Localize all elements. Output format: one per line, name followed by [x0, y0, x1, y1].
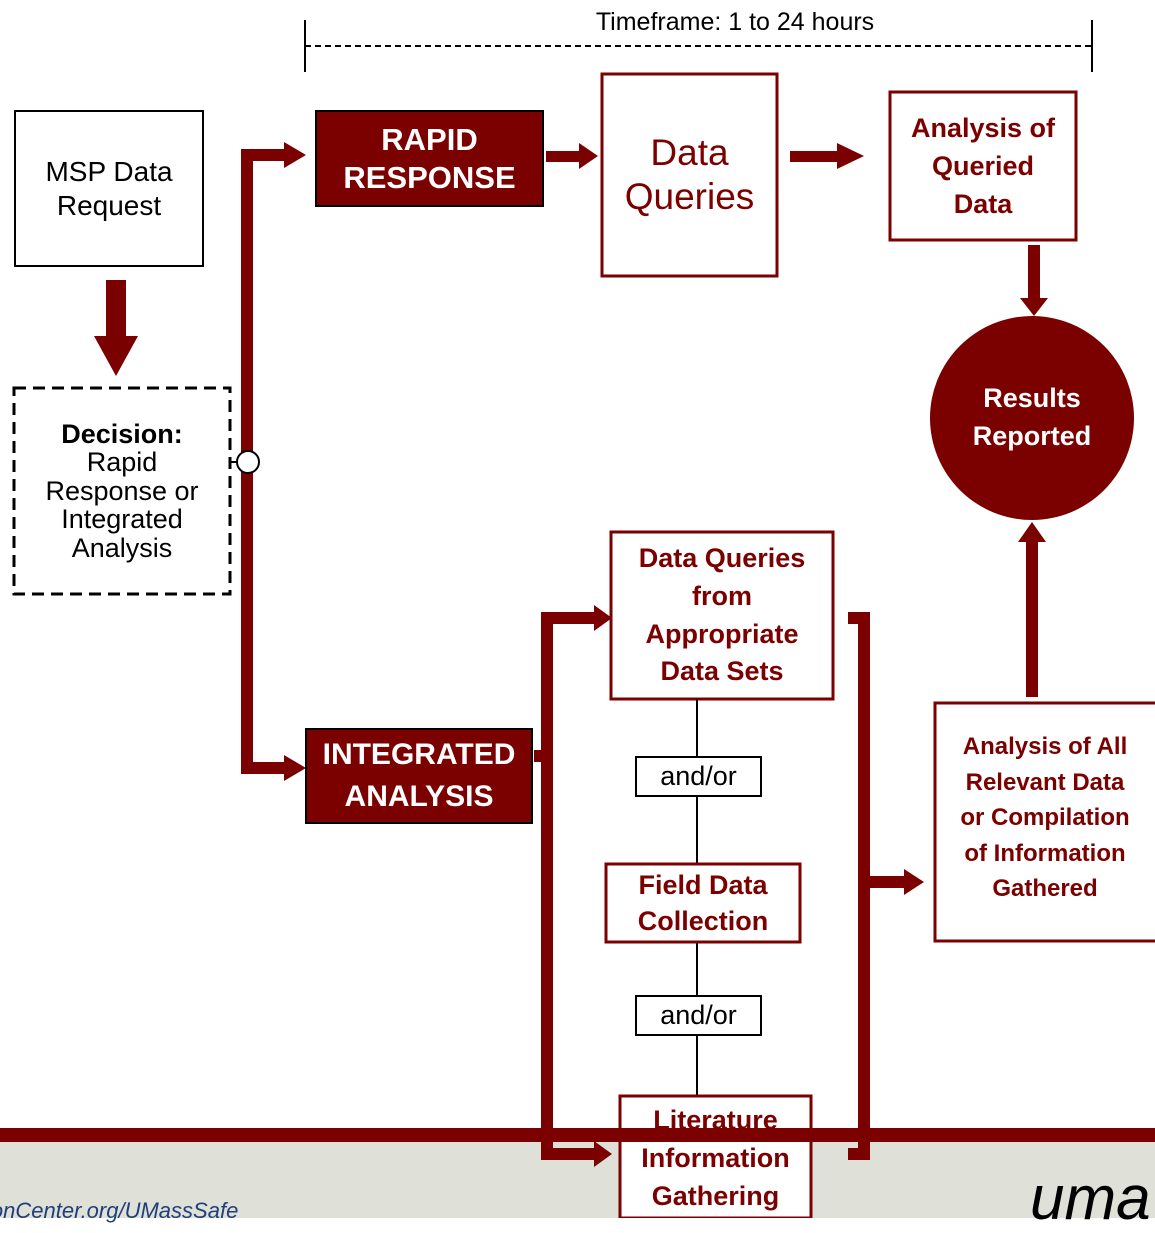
decision-line-1: Rapid: [86, 447, 158, 478]
andor-box-2: [635, 995, 762, 1036]
decision-title: Decision:: [61, 419, 183, 450]
decision-line-2: Response or: [45, 475, 199, 506]
data-queries-line-1: Data: [650, 131, 729, 173]
integrated-line-2: ANALYSIS: [344, 780, 494, 813]
footer-logo: uma: [1030, 1164, 1151, 1233]
field-data-line-1: Field Data: [638, 869, 768, 900]
results-reported-label: Results Reported: [930, 316, 1134, 520]
integrated-analysis-label: INTEGRATED ANALYSIS: [306, 729, 532, 823]
field-data-label: Field Data Collection: [606, 864, 800, 942]
rapid-response-label: RAPID RESPONSE: [316, 111, 543, 206]
decision-line-4: Analysis: [71, 532, 173, 563]
data-queries-sets-box: [609, 530, 835, 701]
data-sets-line-1: Data Queries: [638, 542, 806, 573]
andor-box-1: [635, 756, 762, 797]
field-data-line-2: Collection: [637, 906, 769, 936]
arrow-compilation-to-results: [1018, 522, 1046, 697]
data-queries-label: Data Queries: [602, 74, 777, 276]
decision-junction: [236, 450, 260, 474]
literature-label: Literature Information Gathering: [620, 1096, 811, 1218]
msp-request-line-2: Request: [56, 189, 162, 221]
data-queries-line-2: Queries: [624, 176, 755, 217]
data-sets-line-3: Appropriate: [645, 618, 799, 649]
rapid-response-line-2: RESPONSE: [343, 159, 516, 195]
decision-label: Decision: Rapid Response or Integrated A…: [14, 388, 230, 594]
arrow-queries-to-analysis: [790, 143, 864, 169]
rapid-response-line-1: RAPID: [381, 122, 478, 158]
arrow-rapid-to-queries: [546, 143, 598, 169]
literature-line-2: Information: [641, 1142, 790, 1173]
results-line-1: Results: [983, 383, 1081, 414]
analysis-queried-box: [888, 90, 1078, 242]
rapid-response-box: [315, 110, 544, 207]
analysis-all-line-5: Gathered: [992, 875, 1098, 903]
andor-label-2: and/or: [636, 996, 761, 1035]
analysis-all-line-1: Analysis of All: [962, 733, 1128, 760]
data-queries-sets-label: Data Queries from Appropriate Data Sets: [611, 532, 833, 699]
msp-request-box: [14, 110, 204, 267]
literature-line-1: Literature: [653, 1105, 778, 1135]
msp-request-line-1: MSP Data: [45, 155, 173, 187]
timeframe-label: Timeframe: 1 to 24 hours: [595, 8, 875, 36]
connector-subtasks-to-compilation: [848, 612, 924, 1160]
arrow-analysis-to-results: [1020, 245, 1048, 316]
literature-line-3: Gathering: [651, 1180, 780, 1211]
data-sets-line-4: Data Sets: [660, 656, 784, 687]
analysis-all-line-4: of Information: [964, 839, 1126, 867]
footer-line: [0, 1128, 1155, 1142]
analysis-queried-line-1: Analysis of: [910, 112, 1056, 143]
integrated-analysis-box: [305, 728, 533, 824]
decision-line-3: Integrated: [61, 504, 183, 535]
decision-box: [12, 386, 232, 596]
analysis-queried-label: Analysis of Queried Data: [890, 92, 1076, 240]
andor-text-1: and/or: [660, 761, 737, 792]
andor-text-2: and/or: [660, 1000, 737, 1031]
results-line-2: Reported: [972, 421, 1092, 451]
data-sets-line-2: from: [692, 580, 752, 611]
connector-integrated-subtasks: [534, 605, 612, 1167]
data-queries-box: [600, 72, 779, 278]
analysis-all-line-3: or Compilation: [960, 804, 1130, 832]
msp-request-label: MSP Data Request: [15, 111, 203, 266]
analysis-all-label: Analysis of All Relevant Data or Compila…: [935, 703, 1155, 941]
arrow-msp-to-decision: [94, 280, 138, 376]
analysis-all-box: [933, 701, 1155, 943]
literature-box: [618, 1094, 813, 1218]
analysis-queried-line-2: Queried: [931, 150, 1035, 181]
analysis-all-line-2: Relevant Data: [965, 768, 1125, 796]
integrated-line-1: INTEGRATED: [322, 738, 516, 771]
analysis-queried-line-3: Data: [953, 189, 1013, 220]
andor-label-1: and/or: [636, 757, 761, 796]
timeframe-bracket: [304, 20, 1093, 72]
field-data-box: [604, 862, 802, 944]
footer-url[interactable]: ionCenter.org/UMassSafe: [0, 1198, 239, 1223]
results-reported-circle: [930, 316, 1134, 520]
